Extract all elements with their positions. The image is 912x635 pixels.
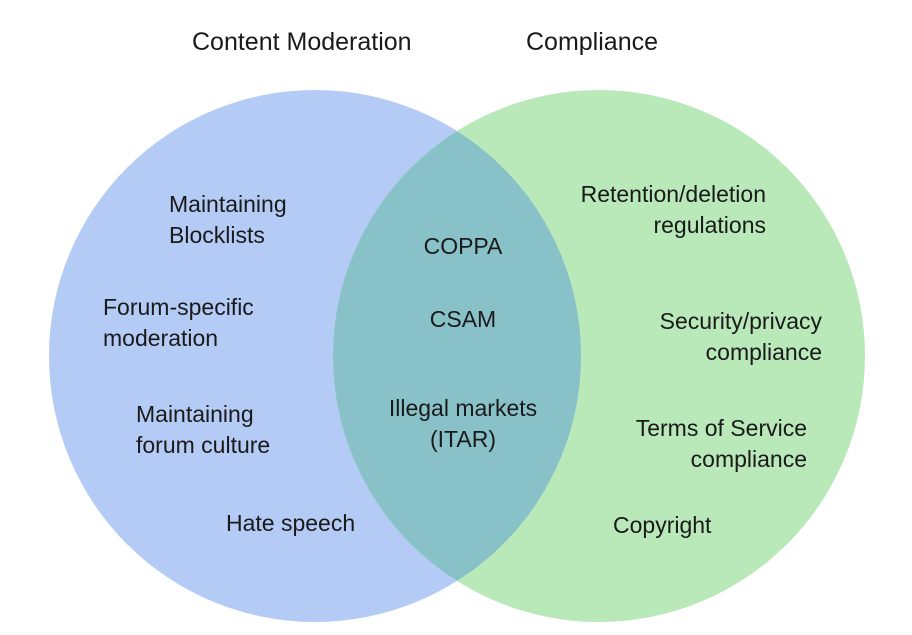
coppa-label: COPPA	[423, 233, 503, 259]
content-moderation-title: Content Moderation	[192, 28, 412, 56]
maintaining-blocklists-label: Maintaining Blocklists	[169, 191, 287, 248]
terms-of-service-label: Terms of Service compliance	[635, 415, 807, 472]
maintaining-forum-culture-label: Maintaining forum culture	[136, 401, 271, 458]
compliance-title: Compliance	[526, 28, 659, 56]
illegal-markets-label: Illegal markets (ITAR)	[388, 395, 538, 452]
retention-deletion-label: Retention/deletion regulations	[580, 181, 766, 238]
forum-specific-moderation-label: Forum-specific moderation	[103, 294, 254, 351]
copyright-label: Copyright	[613, 512, 712, 538]
hate-speech-label: Hate speech	[226, 510, 356, 536]
overlap-region	[333, 90, 581, 622]
csam-label: CSAM	[429, 306, 497, 332]
security-privacy-label: Security/privacy compliance	[659, 308, 822, 365]
